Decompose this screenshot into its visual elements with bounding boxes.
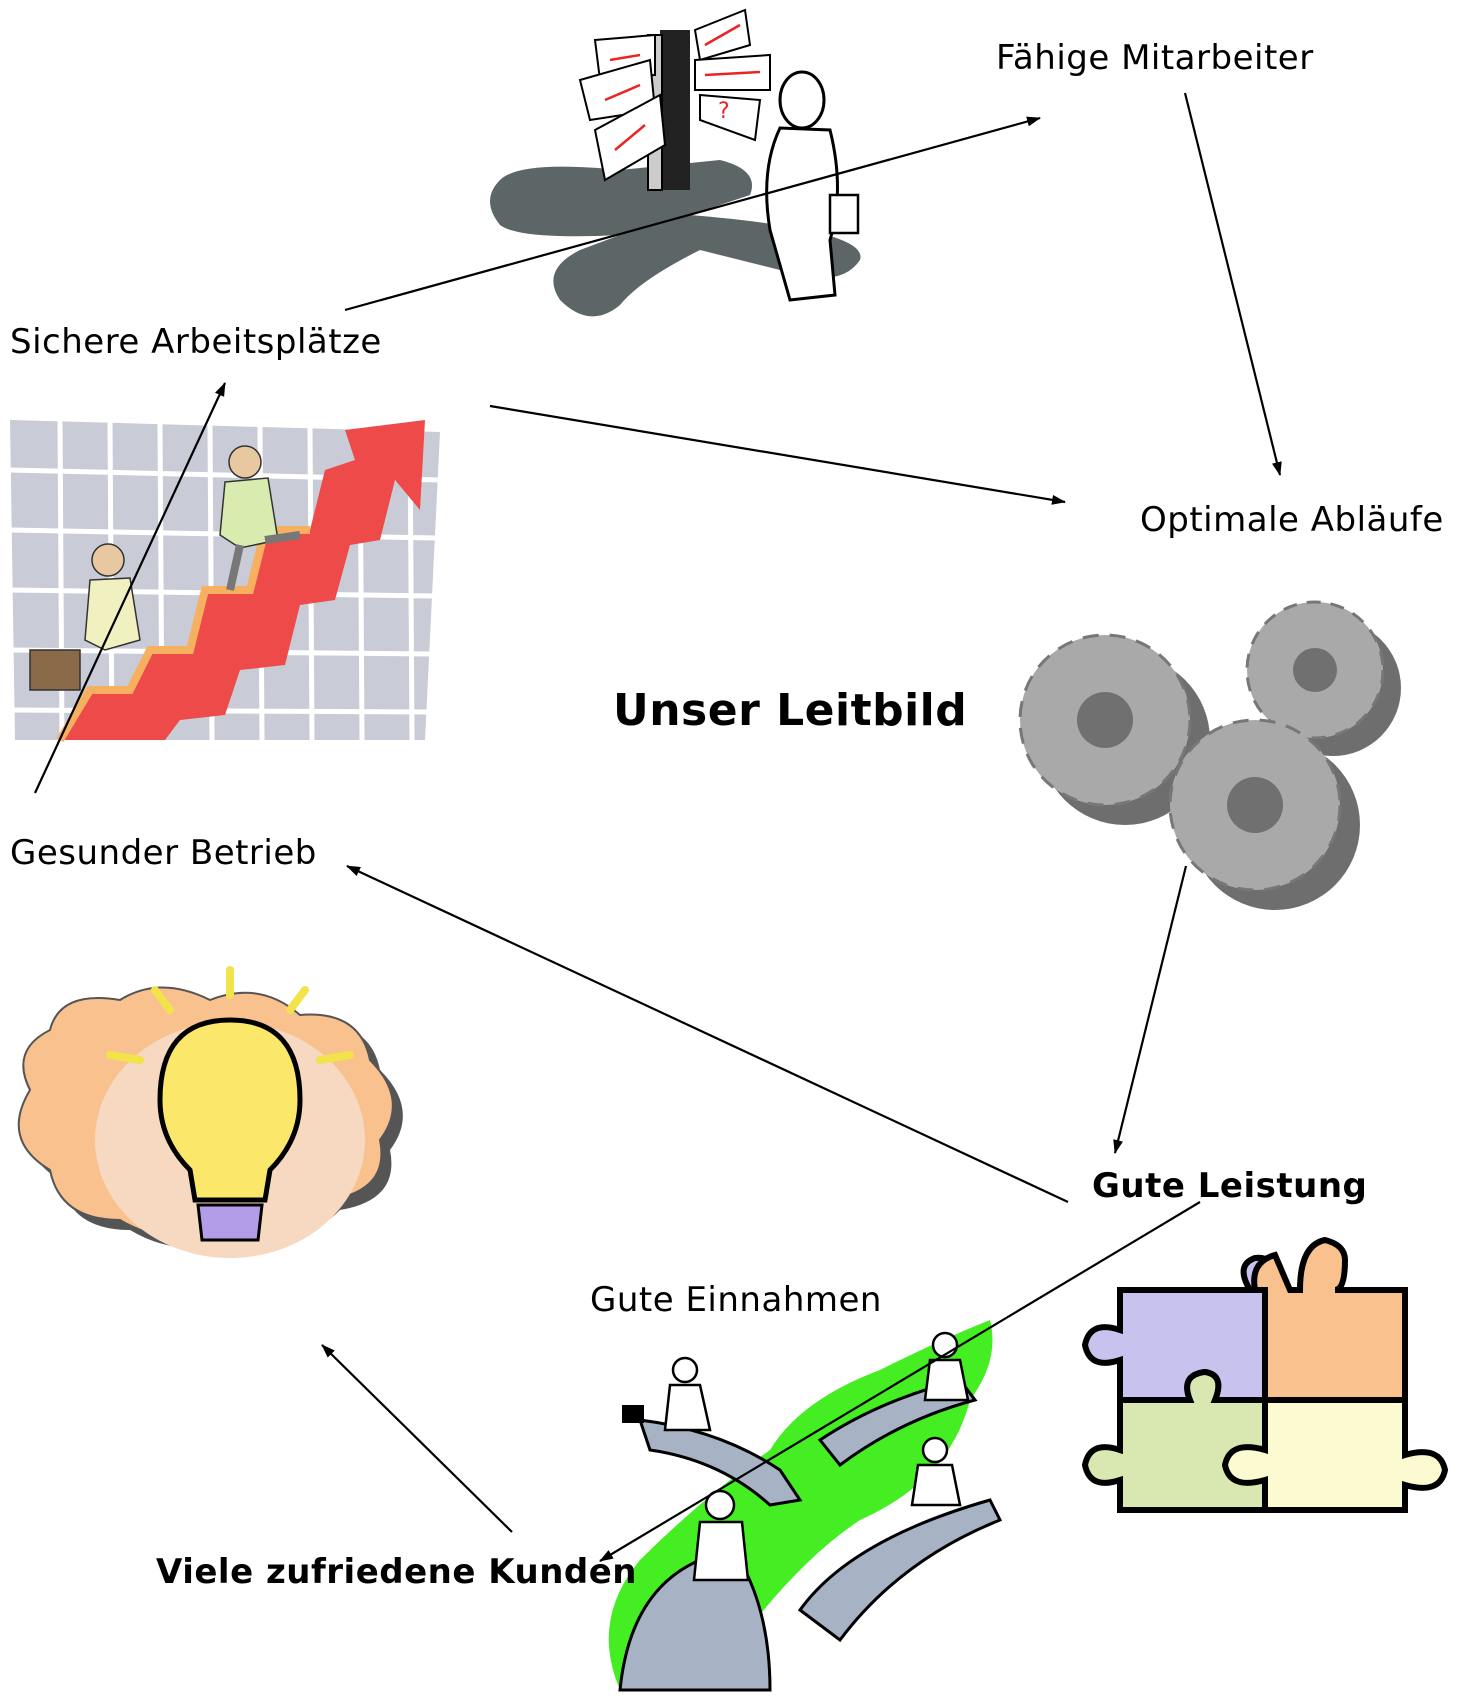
- flow-arrows: [34, 92, 1282, 1562]
- staircase-growth-clipart: [9, 419, 441, 743]
- bridge-walkers-clipart: [608, 1320, 1003, 1692]
- arrow-faehige-to-optimale: [1183, 92, 1282, 476]
- arrow-sichere-to-faehige: [344, 116, 1041, 312]
- arrow-leistung-to-kunden: [599, 1201, 1201, 1562]
- arrow-kunden-to-einnahmen: [321, 1344, 513, 1533]
- puzzle-clipart: [1081, 1236, 1449, 1513]
- node-gesunder-betrieb: Gesunder Betrieb: [10, 833, 317, 873]
- node-sichere-arbeitsplaetze: Sichere Arbeitsplätze: [10, 322, 382, 362]
- arrow-gesunder-to-sichere: [34, 382, 226, 794]
- signpost-clipart: ?: [490, 8, 861, 317]
- lightbulb-clipart: [17, 966, 403, 1258]
- svg-text:?: ?: [718, 99, 730, 124]
- diagram-title: Unser Leitbild: [613, 685, 968, 736]
- arrow-leistung-to-gesunder: [346, 865, 1069, 1203]
- node-gute-einnahmen: Gute Einnahmen: [590, 1280, 882, 1320]
- node-viele-zufriedene-kunden: Viele zufriedene Kunden: [156, 1552, 638, 1592]
- node-optimale-ablaeufe: Optimale Abläufe: [1140, 500, 1444, 540]
- node-gute-leistung: Gute Leistung: [1092, 1166, 1368, 1206]
- node-faehige-mitarbeiter: Fähige Mitarbeiter: [996, 38, 1314, 78]
- arrow-optimale-to-leistung: [1113, 865, 1188, 1154]
- arrow-sichere-to-optimale: [489, 404, 1066, 505]
- gears-clipart: [1018, 600, 1401, 910]
